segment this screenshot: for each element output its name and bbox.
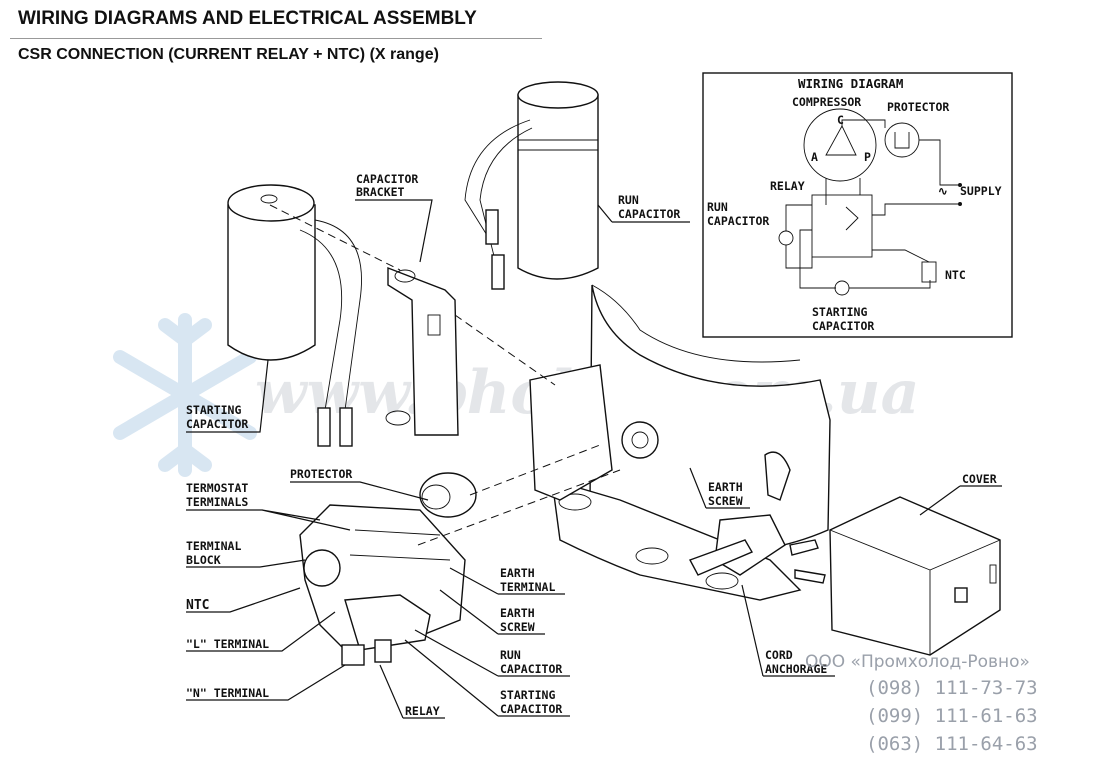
page-title: WIRING DIAGRAMS AND ELECTRICAL ASSEMBLY xyxy=(18,8,477,29)
label-starting-capacitor-2: CAPACITOR xyxy=(186,417,248,431)
terminal-block-part xyxy=(299,504,466,666)
label-ntc: NTC xyxy=(186,598,209,613)
wiring-diagram-box: WIRING DIAGRAM COMPRESSOR PROTECTOR C A … xyxy=(702,72,1013,338)
label-cord-anchorage-2: ANCHORAGE xyxy=(765,662,827,676)
label-earth-screw-2: SCREW xyxy=(500,620,535,634)
wd-label-compressor: COMPRESSOR xyxy=(792,95,861,109)
wd-supply-tilde: ∿ xyxy=(938,184,948,198)
label-run-capacitor-2: CAPACITOR xyxy=(618,207,680,221)
starting-capacitor-part xyxy=(227,184,362,447)
wd-label-run-capacitor-2: CAPACITOR xyxy=(707,214,769,228)
label-starting-capacitor-b-1: STARTING xyxy=(500,688,555,702)
wd-label-ntc: NTC xyxy=(945,268,966,282)
label-protector: PROTECTOR xyxy=(290,467,352,481)
phone-watermark-2: (099) 111-61-63 xyxy=(866,705,1038,727)
label-starting-capacitor-1: STARTING xyxy=(186,403,241,417)
label-terminal-block-1: TERMINAL xyxy=(186,539,241,553)
label-l-terminal: "L" TERMINAL xyxy=(186,637,269,651)
wd-terminal-a: A xyxy=(811,150,818,164)
capacitor-bracket-part xyxy=(385,266,459,436)
title-divider xyxy=(10,38,542,39)
label-relay: RELAY xyxy=(405,704,440,718)
label-n-terminal: "N" TERMINAL xyxy=(186,686,269,700)
assembly-guide-lines xyxy=(269,204,621,546)
page-subtitle: CSR CONNECTION (CURRENT RELAY + NTC) (X … xyxy=(18,46,439,63)
label-capacitor-bracket-2: BRACKET xyxy=(356,185,405,199)
label-capacitor-bracket-1: CAPACITOR xyxy=(356,172,418,186)
wd-terminal-p: P xyxy=(864,150,871,164)
run-capacitor-part xyxy=(464,81,599,290)
label-starting-capacitor-b-2: CAPACITOR xyxy=(500,702,562,716)
phone-watermark-1: (098) 111-73-73 xyxy=(866,677,1038,699)
label-earth-screw-b-1: EARTH xyxy=(708,480,743,494)
label-cover: COVER xyxy=(962,472,997,486)
label-earth-terminal-2: TERMINAL xyxy=(500,580,555,594)
label-termostat-terminals-1: TERMOSTAT xyxy=(186,481,248,495)
company-watermark: ООО «Промхолод-Ровно» xyxy=(805,652,1030,672)
wd-label-supply: SUPPLY xyxy=(960,184,1002,198)
wd-label-relay: RELAY xyxy=(770,179,805,193)
wd-label-starting-capacitor-1: STARTING xyxy=(812,305,867,319)
wiring-diagram-title: WIRING DIAGRAM xyxy=(798,76,903,91)
compressor-body-part xyxy=(529,284,831,601)
wd-label-run-capacitor-1: RUN xyxy=(707,200,728,214)
wd-terminal-c: C xyxy=(837,113,844,127)
label-terminal-block-2: BLOCK xyxy=(186,553,221,567)
wd-label-starting-capacitor-2: CAPACITOR xyxy=(812,319,874,333)
label-earth-terminal-1: EARTH xyxy=(500,566,535,580)
cover-part xyxy=(829,496,1001,656)
callout-leaders xyxy=(186,199,1002,719)
label-earth-screw-1: EARTH xyxy=(500,606,535,620)
label-run-capacitor-1: RUN xyxy=(618,193,639,207)
label-cord-anchorage-1: CORD xyxy=(765,648,793,662)
label-run-capacitor-b-2: CAPACITOR xyxy=(500,662,562,676)
label-termostat-terminals-2: TERMINALS xyxy=(186,495,248,509)
label-run-capacitor-b-1: RUN xyxy=(500,648,521,662)
protector-part xyxy=(419,472,477,518)
snowflake-watermark-icon xyxy=(113,313,257,477)
label-earth-screw-b-2: SCREW xyxy=(708,494,743,508)
phone-watermark-3: (063) 111-64-63 xyxy=(866,733,1038,755)
wd-label-protector: PROTECTOR xyxy=(887,100,949,114)
